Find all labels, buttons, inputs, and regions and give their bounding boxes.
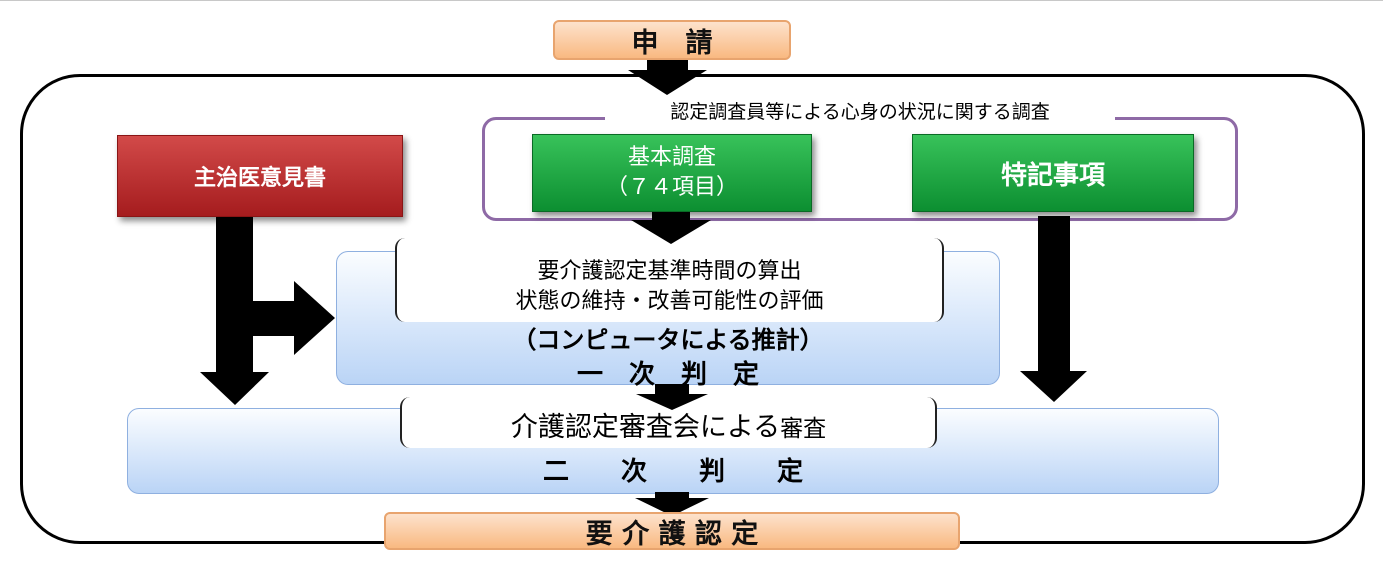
basic-survey-box: 基本調査 （７４項目）: [532, 134, 812, 212]
application-label: 申 請: [631, 27, 713, 59]
arrow-apply-down-icon: [628, 60, 707, 95]
final-certification-label: 要 介 護 認 定: [585, 518, 759, 550]
review-emphasis: 審査: [780, 416, 827, 442]
doctor-opinion-box: 主治医意見書: [117, 135, 403, 217]
arrow-basic-down-icon: [631, 212, 711, 244]
calculation-line-2: 状態の維持・改善可能性の評価: [515, 289, 824, 314]
special-notes-box: 特記事項: [912, 134, 1194, 212]
basic-survey-items: （７４項目）: [605, 175, 738, 200]
special-notes-label: 特記事項: [1000, 160, 1105, 191]
arrow-special-down-icon: [1020, 216, 1087, 402]
arrow-final-down-icon: [635, 492, 709, 516]
top-rule: [0, 0, 1383, 1]
arrow-doctor-branch-icon: [200, 217, 335, 405]
primary-judgment-label: 一 次 判 定: [576, 360, 759, 390]
review-text: 介護認定審査会による: [510, 412, 781, 443]
final-certification-box: 要 介 護 認 定: [384, 512, 960, 550]
calculation-line-1: 要介護認定基準時間の算出: [537, 259, 802, 284]
basic-survey-title: 基本調査: [627, 145, 716, 170]
arrow-primary-down-icon: [636, 384, 708, 410]
survey-caption: 認定調査員等による心身の状況に関する調査: [605, 97, 1115, 127]
review-label: 介護認定審査会による審査: [400, 405, 937, 444]
secondary-judgment-label: 二 次 判 定: [542, 457, 803, 487]
application-box: 申 請: [553, 20, 791, 60]
calculation-bracket: [395, 238, 944, 322]
computer-estimate-label: （コンピュータによる推計）: [512, 326, 824, 354]
doctor-opinion-label: 主治医意見書: [193, 166, 326, 191]
